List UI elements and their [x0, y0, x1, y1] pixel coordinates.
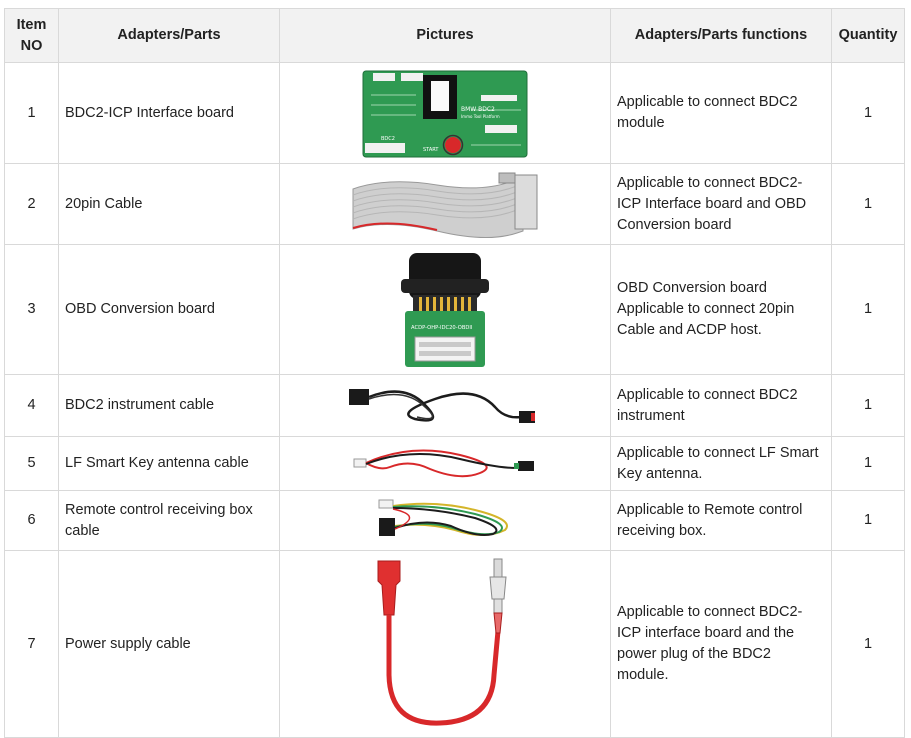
item-no: 4 [4, 374, 59, 437]
board-bdc2-label: BDC2 [381, 136, 395, 142]
part-quantity: 1 [831, 550, 905, 738]
table-row: 7 Power supply cable Applicable to conne… [4, 550, 905, 738]
header-quantity: Quantity [831, 8, 905, 63]
part-function: Applicable to Remote control receiving b… [610, 490, 832, 551]
parts-table: Item NO Adapters/Parts Pictures Adapters… [4, 8, 905, 738]
part-name: 20pin Cable [58, 163, 280, 245]
part-name: Power supply cable [58, 550, 280, 738]
item-no: 2 [4, 163, 59, 245]
item-no: 3 [4, 244, 59, 375]
part-quantity: 1 [831, 436, 905, 491]
part-quantity: 1 [831, 244, 905, 375]
part-function: OBD Conversion board Applicable to conne… [610, 244, 832, 375]
part-name: BDC2 instrument cable [58, 374, 280, 437]
table-row: 1 BDC2-ICP Interface board [4, 62, 905, 164]
item-no: 5 [4, 436, 59, 491]
part-name: BDC2-ICP Interface board [58, 62, 280, 164]
power-cable-icon [377, 558, 507, 726]
part-picture: ACDP-OHP-IDC20-OBDII [279, 244, 611, 375]
part-name: OBD Conversion board [58, 244, 280, 375]
part-quantity: 1 [831, 62, 905, 164]
part-function: Applicable to connect BDC2-ICP Interface… [610, 163, 832, 245]
header-row: Item NO Adapters/Parts Pictures Adapters… [4, 8, 905, 63]
header-parts: Adapters/Parts [58, 8, 280, 63]
instrument-cable-icon [349, 388, 535, 423]
part-function: Applicable to connect BDC2 instrument [610, 374, 832, 437]
table-row: 5 LF Smart Key antenna cable Applicable … [4, 436, 905, 491]
part-function: Applicable to connect BDC2 module [610, 62, 832, 164]
item-no: 7 [4, 550, 59, 738]
part-picture [279, 163, 611, 245]
antenna-cable-icon [353, 449, 534, 477]
header-item-no: Item NO [4, 8, 59, 63]
item-no: 1 [4, 62, 59, 164]
part-picture [279, 374, 611, 437]
item-no: 6 [4, 490, 59, 551]
pcb-board-icon: BMW BDC2 Immo Tool Platform START BDC2 [362, 70, 528, 158]
part-quantity: 1 [831, 490, 905, 551]
ribbon-cable-icon [352, 172, 538, 238]
part-function: Applicable to connect BDC2-ICP interface… [610, 550, 832, 738]
part-picture [279, 550, 611, 738]
table-row: 2 20pin Cable Applicable [4, 163, 905, 245]
board-sub-label: Immo Tool Platform [461, 114, 500, 119]
table-row: 4 BDC2 instrument cable Applicable to co… [4, 374, 905, 437]
part-picture [279, 436, 611, 491]
part-picture: BMW BDC2 Immo Tool Platform START BDC2 [279, 62, 611, 164]
header-functions: Adapters/Parts functions [610, 8, 832, 63]
table-row: 3 OBD Conversion board [4, 244, 905, 375]
receiver-cable-icon [378, 499, 508, 536]
part-quantity: 1 [831, 163, 905, 245]
part-quantity: 1 [831, 374, 905, 437]
obd-connector-icon: ACDP-OHP-IDC20-OBDII [401, 252, 489, 367]
header-pictures: Pictures [279, 8, 611, 63]
table-row: 6 Remote control receiving box cable App… [4, 490, 905, 551]
board-start-label: START [423, 147, 439, 153]
part-function: Applicable to connect LF Smart Key anten… [610, 436, 832, 491]
part-name: Remote control receiving box cable [58, 490, 280, 551]
part-name: LF Smart Key antenna cable [58, 436, 280, 491]
board-brand-label: BMW BDC2 [461, 106, 495, 113]
obd-board-label: ACDP-OHP-IDC20-OBDII [411, 325, 473, 331]
part-picture [279, 490, 611, 551]
